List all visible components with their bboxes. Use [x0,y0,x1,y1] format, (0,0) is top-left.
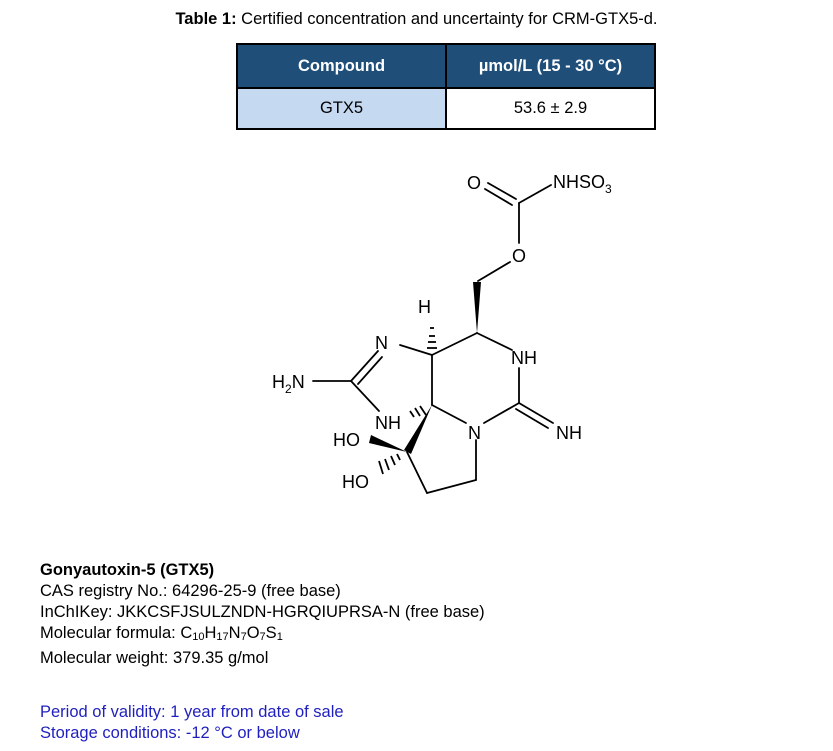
bond-c4-c5 [431,332,478,356]
table-caption-text: Certified concentration and uncertainty … [236,10,658,28]
bond-o-ch2 [477,261,511,282]
cell-compound: GTX5 [236,87,447,130]
bond-co-double-2 [484,188,513,206]
compound-info: Gonyautoxin-5 (GTX5) CAS registry No.: 6… [40,560,485,669]
atom-nh-top: NH [511,348,537,368]
bond-c5-n [399,344,433,356]
wedge-cq-ho [369,435,407,452]
atom-n-ring: N [375,333,388,353]
compound-name: Gonyautoxin-5 (GTX5) [40,561,215,579]
atom-ho-1: HO [333,430,360,450]
table-row: GTX5 53.6 ± 2.9 [236,87,656,130]
chemical-structure: O NHSO3 O H N NH H2N NH N NH HO HO [272,172,612,494]
bond-co-double-1 [487,182,517,200]
atom-nhso3: NHSO3 [553,172,612,196]
wedge-c6-cq [404,405,432,454]
atom-nh-inner: NH [375,413,401,433]
atom-h: H [418,297,431,317]
bond-c-n [483,402,520,424]
bond-cn-double-2 [515,408,549,429]
atom-n-bottom: N [468,423,481,443]
table-header-row: Compound µmol/L (15 - 30 °C) [236,43,656,89]
bond-c4-nh [476,332,513,351]
bond-c-nh-inner [350,380,380,412]
atom-o-ester: O [512,246,526,266]
cell-concentration: 53.6 ± 2.9 [445,87,656,130]
storage-conditions: Storage conditions: -12 °C or below [40,724,300,742]
molecular-weight: Molecular weight: 379.35 g/mol [40,649,269,667]
cas-number: CAS registry No.: 64296-25-9 (free base) [40,582,341,600]
bond-ch2-ch2 [426,479,477,494]
column-header-compound: Compound [236,43,447,89]
bond-cn-ring-double-1 [350,350,379,382]
bond-cn-ring-double-2 [357,356,383,385]
bond-cn-double-1 [518,402,554,424]
concentration-table: Compound µmol/L (15 - 30 °C) GTX5 53.6 ±… [236,43,656,130]
inchikey: InChIKey: JKKCSFJSULZNDN-HGRQIUPRSA-N (f… [40,603,485,621]
validity-info: Period of validity: 1 year from date of … [40,702,344,744]
atom-o-carbonyl: O [467,173,481,193]
hash-ho [396,453,401,461]
table-caption-label: Table 1: [175,10,237,28]
hash-nh [409,410,415,418]
atom-nh-imine: NH [556,423,582,443]
wedge-ch2 [473,282,481,333]
column-header-concentration: µmol/L (15 - 30 °C) [445,43,656,89]
table-caption: Table 1: Certified concentration and unc… [0,10,833,29]
atom-h2n: H2N [272,372,305,396]
period-of-validity: Period of validity: 1 year from date of … [40,703,344,721]
bond-c6-n [431,404,467,424]
bond-ch2-cq [406,451,428,494]
molecular-formula: Molecular formula: C10H17N7O7S1 [40,624,283,643]
bond-c-nhso3 [518,184,552,204]
atom-ho-2: HO [342,472,369,492]
